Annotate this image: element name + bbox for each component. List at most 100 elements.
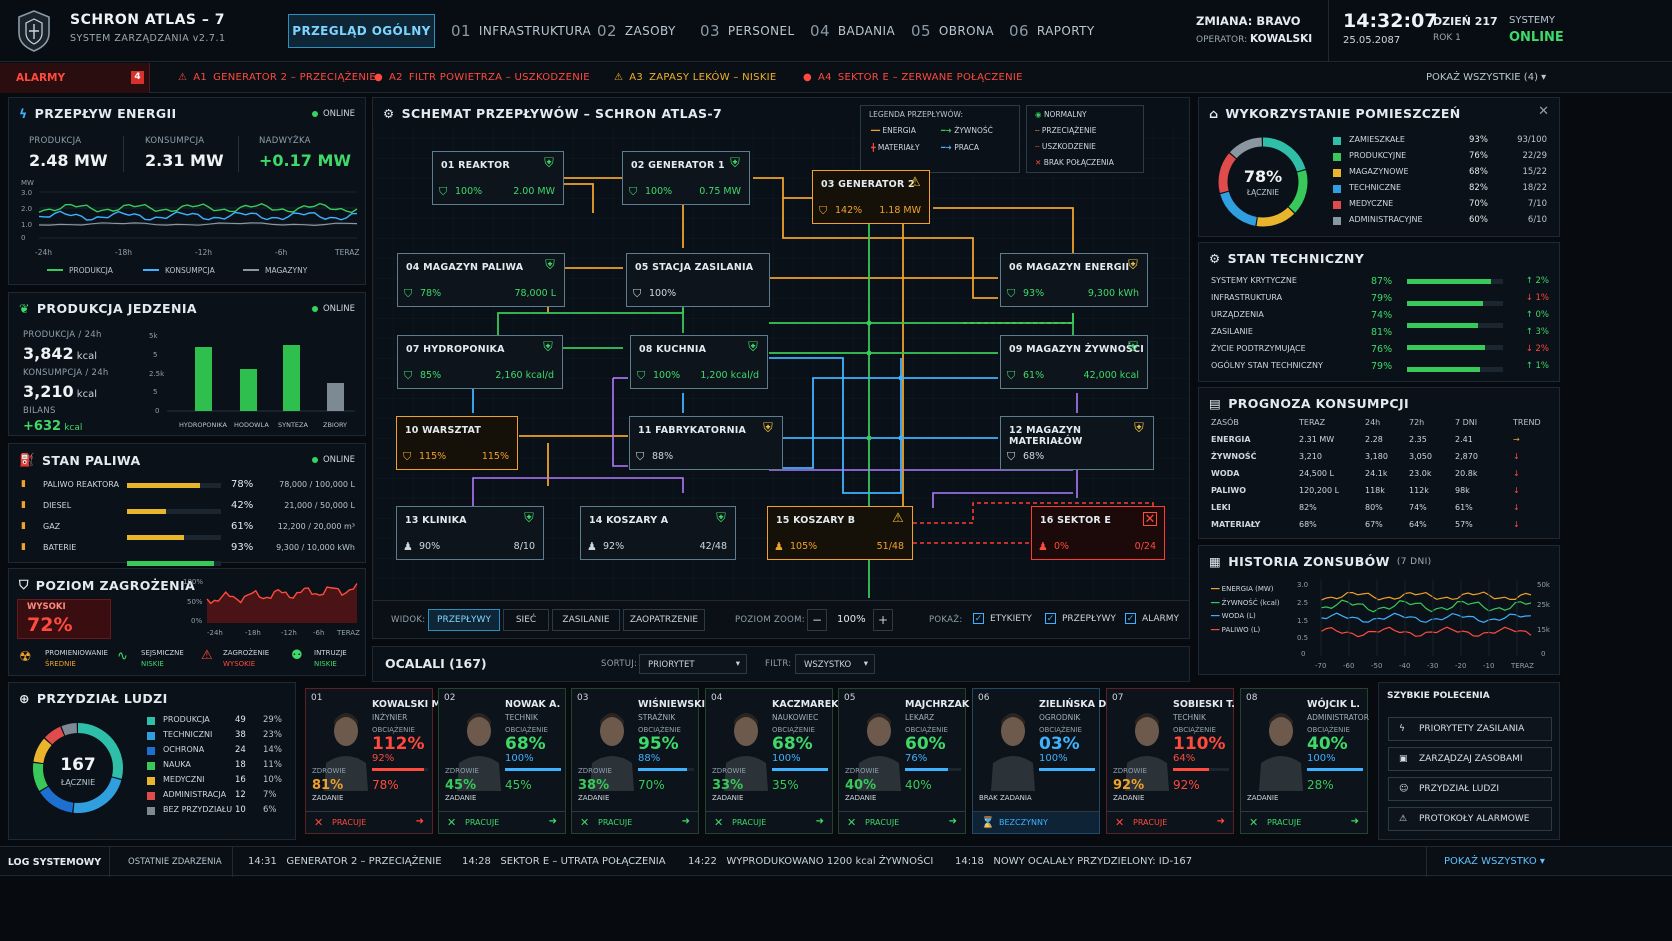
card-number: 02 <box>444 693 456 703</box>
assign-people-button[interactable]: ☺PRZYDZIAŁ LUDZI <box>1388 777 1552 801</box>
energy-title-text: PRZEPŁYW ENERGII <box>34 106 177 121</box>
legend-swatch <box>147 762 155 770</box>
view-supply-button[interactable]: ZAOPATRZENIE <box>623 609 705 631</box>
flow-node-fuel-storage[interactable]: 04 MAGAZYN PALIWA⛨⛉78%78,000 L <box>397 253 565 307</box>
flow-node-material-storage[interactable]: 12 MAGAZYN MATERIAŁÓW⛨⛉68% <box>1000 416 1154 470</box>
labels-checkbox[interactable]: ✓ETYKIETY <box>973 613 1032 624</box>
flow-node-kitchen[interactable]: 08 KUCHNIA⛨⛉100%1,200 kcal/d <box>630 335 768 389</box>
person-icon: ♟ <box>587 540 597 553</box>
donut-segment <box>1229 137 1263 159</box>
y-tick: 15k <box>1537 626 1551 634</box>
fuel-amount: 9,300 / 10,000 kWh <box>276 543 355 552</box>
flow-node-hydroponics[interactable]: 07 HYDROPONIKA⛨⛉85%2,160 kcal/d <box>397 335 563 389</box>
flow-node-barracks-b[interactable]: 15 KOSZARY B⚠♟105%51/48 <box>767 506 913 560</box>
action-icon[interactable]: ➜ <box>948 816 957 827</box>
donut-segment <box>1256 207 1295 227</box>
card-number: 08 <box>1246 693 1258 703</box>
flow-node-workshop[interactable]: 10 WARSZTAT⛉115%115% <box>396 416 518 470</box>
forecast-resource: ENERGIA <box>1211 435 1251 444</box>
alarms-checkbox[interactable]: ✓ALARMY <box>1125 613 1179 624</box>
history-title-text: HISTORIA ZONSUBÓW <box>1228 554 1390 569</box>
survivor-role: TECHNIK <box>505 713 538 722</box>
flow-node-power-station[interactable]: 05 STACJA ZASILANIA⛉100% <box>626 253 770 307</box>
bar-synthesis <box>283 345 300 411</box>
action-icon[interactable]: ➜ <box>681 816 690 827</box>
role-count: 38 <box>235 730 246 740</box>
efficiency-bar <box>772 768 828 771</box>
fuel-bar <box>127 483 221 488</box>
flow-node-generator-1[interactable]: 02 GENERATOR 1⛨⛉100%0.75 MW <box>622 151 750 205</box>
rooms-donut: 78% ŁĄCZNIE <box>1218 137 1308 227</box>
tab-label: INFRASTRUKTURA <box>478 24 592 38</box>
view-power-button[interactable]: ZASILANIE <box>552 609 620 631</box>
action-icon[interactable]: ➜ <box>815 816 824 827</box>
avatar <box>457 713 501 791</box>
node-load: 142% <box>835 205 863 216</box>
avatar-head <box>1001 716 1025 746</box>
action-icon[interactable]: ➜ <box>1216 816 1225 827</box>
survivor-name: WIŚNIEWSKI P. <box>638 699 718 710</box>
flows-checkbox[interactable]: ✓PRZEPŁYWY <box>1045 613 1116 624</box>
zoom-out-button[interactable]: − <box>807 609 827 631</box>
show-all-log-button[interactable]: POKAŻ WSZYSTKO ▾ <box>1444 856 1545 867</box>
action-icon[interactable]: ➜ <box>1350 816 1359 827</box>
flow-node-energy-storage[interactable]: 06 MAGAZYN ENERGII⛨⛉93%9,300 kWh <box>1000 253 1148 307</box>
manage-resources-button[interactable]: ▣ZARZĄDZAJ ZASOBAMI <box>1388 747 1552 771</box>
forecast-cell: 2.41 <box>1455 435 1473 444</box>
room-percent: 60% <box>1469 215 1488 225</box>
flow-node-reactor[interactable]: 01 REAKTOR⛨⛉100%2.00 MW <box>432 151 564 205</box>
flow-node-clinic[interactable]: 13 KLINIKA⛨♟90%8/10 <box>396 506 544 560</box>
storage-line <box>38 222 358 227</box>
alarm-protocols-button[interactable]: ⚠PROTOKOŁY ALARMOWE <box>1388 807 1552 831</box>
show-all-alarms-button[interactable]: POKAŻ WSZYSTKIE (4) ▾ <box>1426 72 1546 83</box>
history-chart: 3.0 2.5 1.5 0.5 0 50k 25k 15k 0 -70-60-5… <box>1297 580 1551 670</box>
divider <box>238 136 239 172</box>
close-icon[interactable]: ✕ <box>1538 104 1549 119</box>
flow-node-food-storage[interactable]: 09 MAGAZYN ŻYWNOŚCI⛨⛉61%42,000 kcal <box>1000 335 1148 389</box>
alarm-text: SEKTOR E – ZERWANE POŁĄCZENIE <box>837 72 1023 83</box>
fuel-bar-fill <box>127 535 185 540</box>
zoom-in-button[interactable]: + <box>873 609 893 631</box>
log-event: 14:18 NOWY OCALAŁY PRZYDZIELONY: ID-167 <box>955 856 1192 867</box>
flow-node-fabricator[interactable]: 11 FABRYKATORNIA⛨⛉88% <box>629 416 783 470</box>
event-message: GENERATOR 2 – PRZECIĄŻENIE <box>286 856 442 867</box>
tab-overview[interactable]: PRZEGLĄD OGÓLNY <box>288 14 435 48</box>
filter-select[interactable]: WSZYSTKO▾ <box>795 654 875 674</box>
card-number: 01 <box>311 693 323 703</box>
shield-outline-icon: ⛉ <box>1007 369 1016 382</box>
system-log-tab[interactable]: LOG SYSTEMOWY <box>0 847 110 877</box>
flow-node-generator-2[interactable]: 03 GENERATOR 2⚠⛉142%1.18 MW <box>812 170 930 224</box>
flow-node-sector-e[interactable]: 16 SEKTOR E✕♟0%0/24 <box>1031 506 1165 560</box>
action-icon[interactable]: ➜ <box>548 816 557 827</box>
avatar-body <box>457 756 501 791</box>
action-icon[interactable]: ➜ <box>415 816 424 827</box>
avatar <box>724 713 768 791</box>
view-flows-button[interactable]: PRZEPŁYWY <box>428 609 500 631</box>
flow-node-barracks-a[interactable]: 14 KOSZARY A⛨♟92%42/48 <box>580 506 736 560</box>
shield-outline-icon: ⛉ <box>1007 450 1016 463</box>
legend-label: PRACA <box>954 143 979 152</box>
role-count: 18 <box>235 760 246 770</box>
view-network-button[interactable]: SIEĆ <box>503 609 549 631</box>
tech-bar <box>1407 345 1503 350</box>
sort-select[interactable]: PRIORYTET▾ <box>639 654 747 674</box>
